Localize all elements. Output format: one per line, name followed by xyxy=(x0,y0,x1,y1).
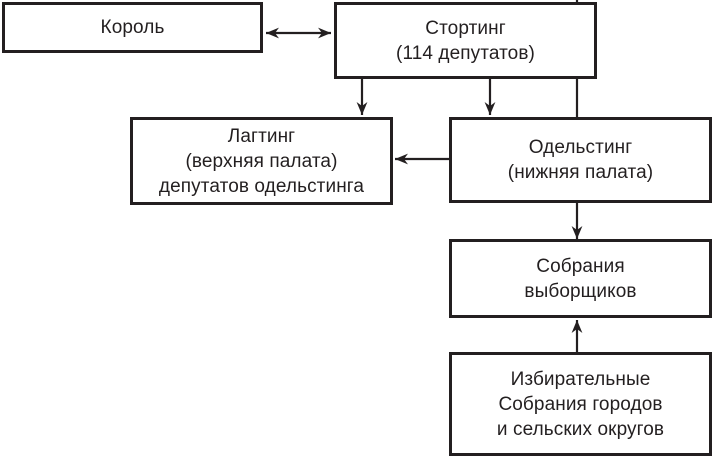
box-lagting-title: Лагтинг xyxy=(227,125,296,147)
box-electoral-line-1: Избирательные xyxy=(510,368,651,390)
box-storting-title: Стортинг xyxy=(425,17,506,39)
box-odelsting-title: Одельстинг xyxy=(528,137,633,158)
box-electors-line-1: Собрания xyxy=(536,255,625,277)
box-electors-assemblies: Собрания выборщиков xyxy=(449,239,712,318)
box-king-label: Король xyxy=(100,17,165,38)
box-storting-subtitle: (114 депутатов) xyxy=(396,42,535,64)
box-lagting: Лагтинг (верхняя палата) депутатов одель… xyxy=(130,117,393,205)
box-odelsting: Одельстинг (нижняя палата) xyxy=(449,117,712,203)
box-electors-line-2: выборщиков xyxy=(524,280,637,302)
box-king: Король xyxy=(2,2,263,53)
box-lagting-subtitle: (верхняя палата) xyxy=(185,150,338,172)
box-electoral-line-3: и сельских округов xyxy=(496,418,665,440)
box-lagting-subtitle-2: депутатов одельстинга xyxy=(158,175,365,197)
box-electoral-assemblies: Избирательные Собрания городов и сельски… xyxy=(449,352,712,456)
box-storting: Стортинг (114 депутатов) xyxy=(334,2,597,79)
box-odelsting-subtitle: (нижняя палата) xyxy=(507,162,654,183)
box-electoral-line-2: Собрания городов xyxy=(498,393,663,415)
